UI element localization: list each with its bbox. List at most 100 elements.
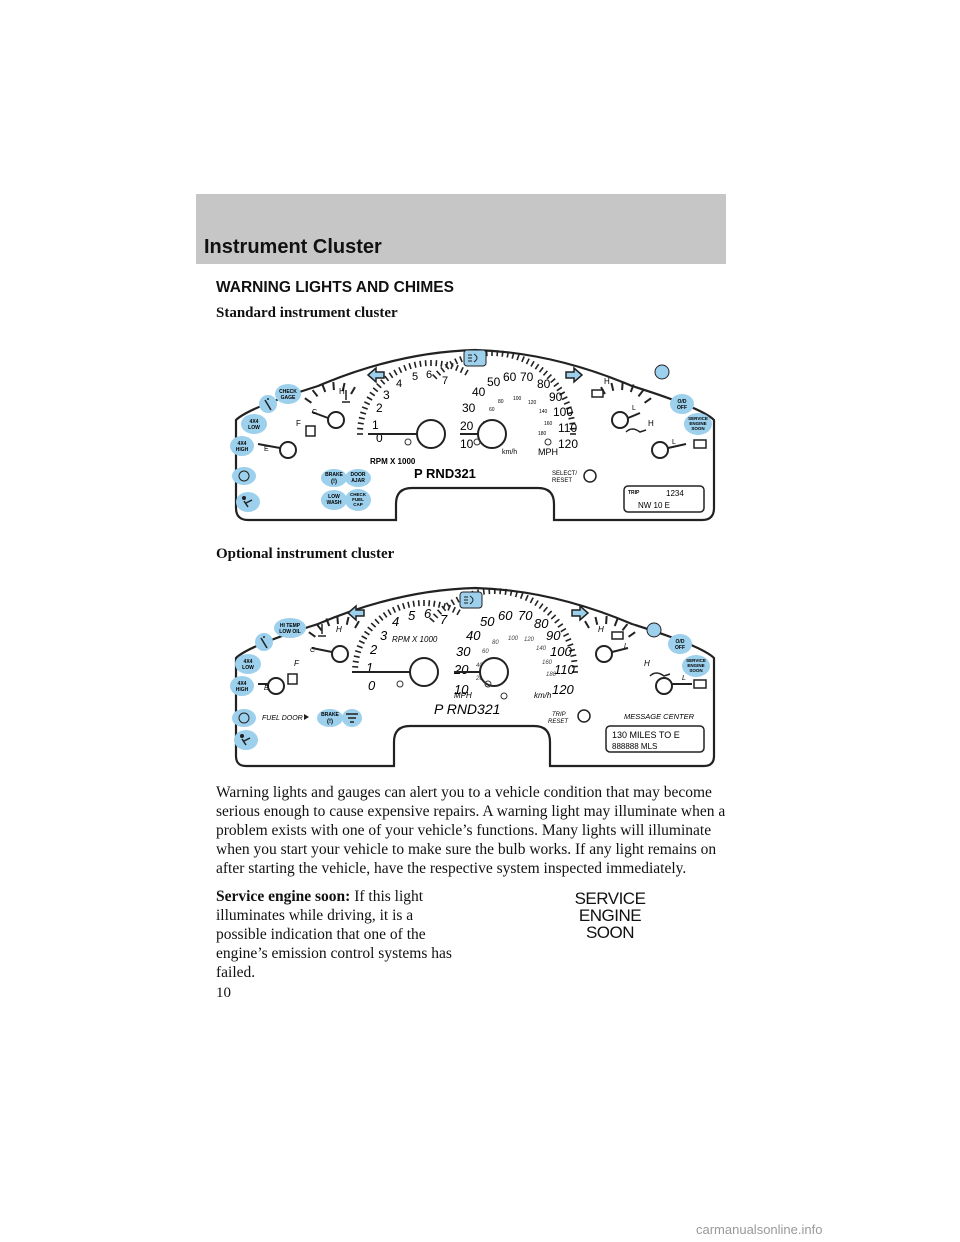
mph-10: 10 (454, 682, 469, 697)
tick-mark (392, 606, 397, 613)
svg-text:O/D: O/D (678, 399, 687, 405)
svg-text:AJAR: AJAR (351, 478, 365, 484)
tick-mark (315, 623, 323, 631)
message-center-line-2: 888888 MLS (612, 742, 657, 751)
kmh-20: 20 (475, 676, 483, 682)
battery-icon (611, 631, 624, 640)
optional-cluster-caption: Optional instrument cluster (216, 546, 395, 562)
4x4-high-badge: 4X4 HIGH (230, 676, 254, 696)
tach-hub (409, 657, 439, 687)
seatbelt-badge (255, 633, 273, 651)
ses-line-2: ENGINE (578, 906, 642, 925)
svg-text:(!): (!) (327, 719, 333, 725)
tach-num-5: 5 (412, 371, 418, 383)
od-off-badge: O/D OFF (668, 634, 692, 654)
mph-120: 120 (558, 437, 578, 451)
trip-reset-button[interactable] (577, 709, 591, 723)
tick-mark (336, 616, 339, 625)
compass-readout: NW 10 E (638, 501, 670, 510)
svg-text:CAP: CAP (353, 502, 363, 507)
tick-mark (325, 618, 331, 627)
speed-dot-right (544, 438, 552, 446)
service-engine-soon-icon: SERVICE ENGINE SOON (560, 890, 660, 941)
tick-mark (556, 386, 563, 392)
tick-mark (440, 366, 446, 373)
svg-text:SERVICE: SERVICE (688, 416, 708, 421)
svg-text:SOON: SOON (689, 668, 702, 673)
reset-label: RESET (552, 478, 572, 484)
volt-gauge-hub (595, 645, 613, 663)
service-engine-lead: Service engine soon: (216, 888, 351, 905)
select-reset-button[interactable] (583, 469, 597, 483)
tick-mark (538, 603, 544, 610)
tick-mark (356, 644, 363, 649)
tach-num-1: 1 (372, 418, 379, 432)
svg-text:LOW: LOW (248, 425, 260, 431)
airbag-icon (242, 496, 246, 500)
svg-text:GAGE: GAGE (281, 395, 296, 401)
fuel-temp-ticks (308, 616, 360, 638)
tick-mark (378, 615, 384, 621)
mph-110: 110 (554, 662, 575, 677)
tick-mark (413, 361, 417, 368)
right-turn-icon (571, 604, 590, 622)
tick-mark (354, 620, 360, 629)
oil-gauge-hub (655, 677, 673, 695)
temp-h: H (336, 625, 342, 634)
tick-mark (388, 372, 394, 379)
tick-mark (621, 623, 629, 631)
service-engine-body: If this light illuminates while driving,… (216, 888, 452, 981)
tick-mark (369, 391, 376, 397)
kmh-80: 80 (492, 640, 499, 646)
volt-h: H (598, 625, 604, 634)
tick-mark (304, 397, 312, 404)
tick-mark (408, 363, 412, 370)
tick-mark (437, 601, 441, 608)
tick-mark (546, 374, 552, 380)
oil-l: L (672, 439, 676, 446)
door-ajar-icon (346, 713, 358, 723)
mph-10: 10 (460, 437, 474, 451)
od-off-badge: O/D OFF (670, 394, 694, 414)
speed-hub (477, 419, 507, 449)
svg-text:CHECK: CHECK (279, 389, 297, 395)
svg-text:4X4: 4X4 (244, 659, 253, 665)
tick-mark (360, 411, 367, 415)
tick-mark (557, 623, 564, 628)
tick-mark (584, 620, 590, 629)
kmh-120: 120 (524, 637, 535, 643)
tick-mark (321, 384, 327, 393)
tick-mark (393, 369, 398, 376)
mph-20: 20 (453, 662, 469, 677)
mph-100: 100 (550, 644, 572, 659)
abs-badge (232, 467, 256, 485)
fuel-pump-icon (305, 425, 316, 437)
tick-mark (524, 594, 529, 602)
tick-mark (530, 360, 535, 367)
tick-mark (644, 397, 652, 404)
mph-70: 70 (518, 608, 533, 623)
tick-mark (311, 389, 319, 397)
tach-num-2: 2 (376, 401, 383, 415)
tick-mark (441, 605, 447, 612)
header-title: Instrument Cluster (204, 236, 382, 258)
mph-110: 110 (558, 421, 577, 435)
tick-mark (429, 617, 435, 623)
cruise-icon (654, 364, 670, 380)
mph-60: 60 (503, 370, 517, 384)
mph-40: 40 (472, 385, 486, 399)
svg-text:SERVICE: SERVICE (686, 658, 706, 663)
tick-mark (538, 366, 544, 373)
svg-text:O/D: O/D (676, 639, 685, 645)
tick-mark (352, 660, 359, 663)
tick-mark (629, 384, 635, 393)
tick-mark (546, 610, 553, 616)
mph-50: 50 (487, 375, 501, 389)
temp-gauge-hub (331, 645, 349, 663)
volt-oil-ticks (584, 616, 636, 638)
message-center-line-1: 130 MILES TO E (612, 730, 680, 740)
volt-l: L (624, 643, 628, 650)
tick-mark (358, 640, 365, 645)
tach-dot (396, 680, 404, 688)
tick-mark (384, 375, 390, 382)
